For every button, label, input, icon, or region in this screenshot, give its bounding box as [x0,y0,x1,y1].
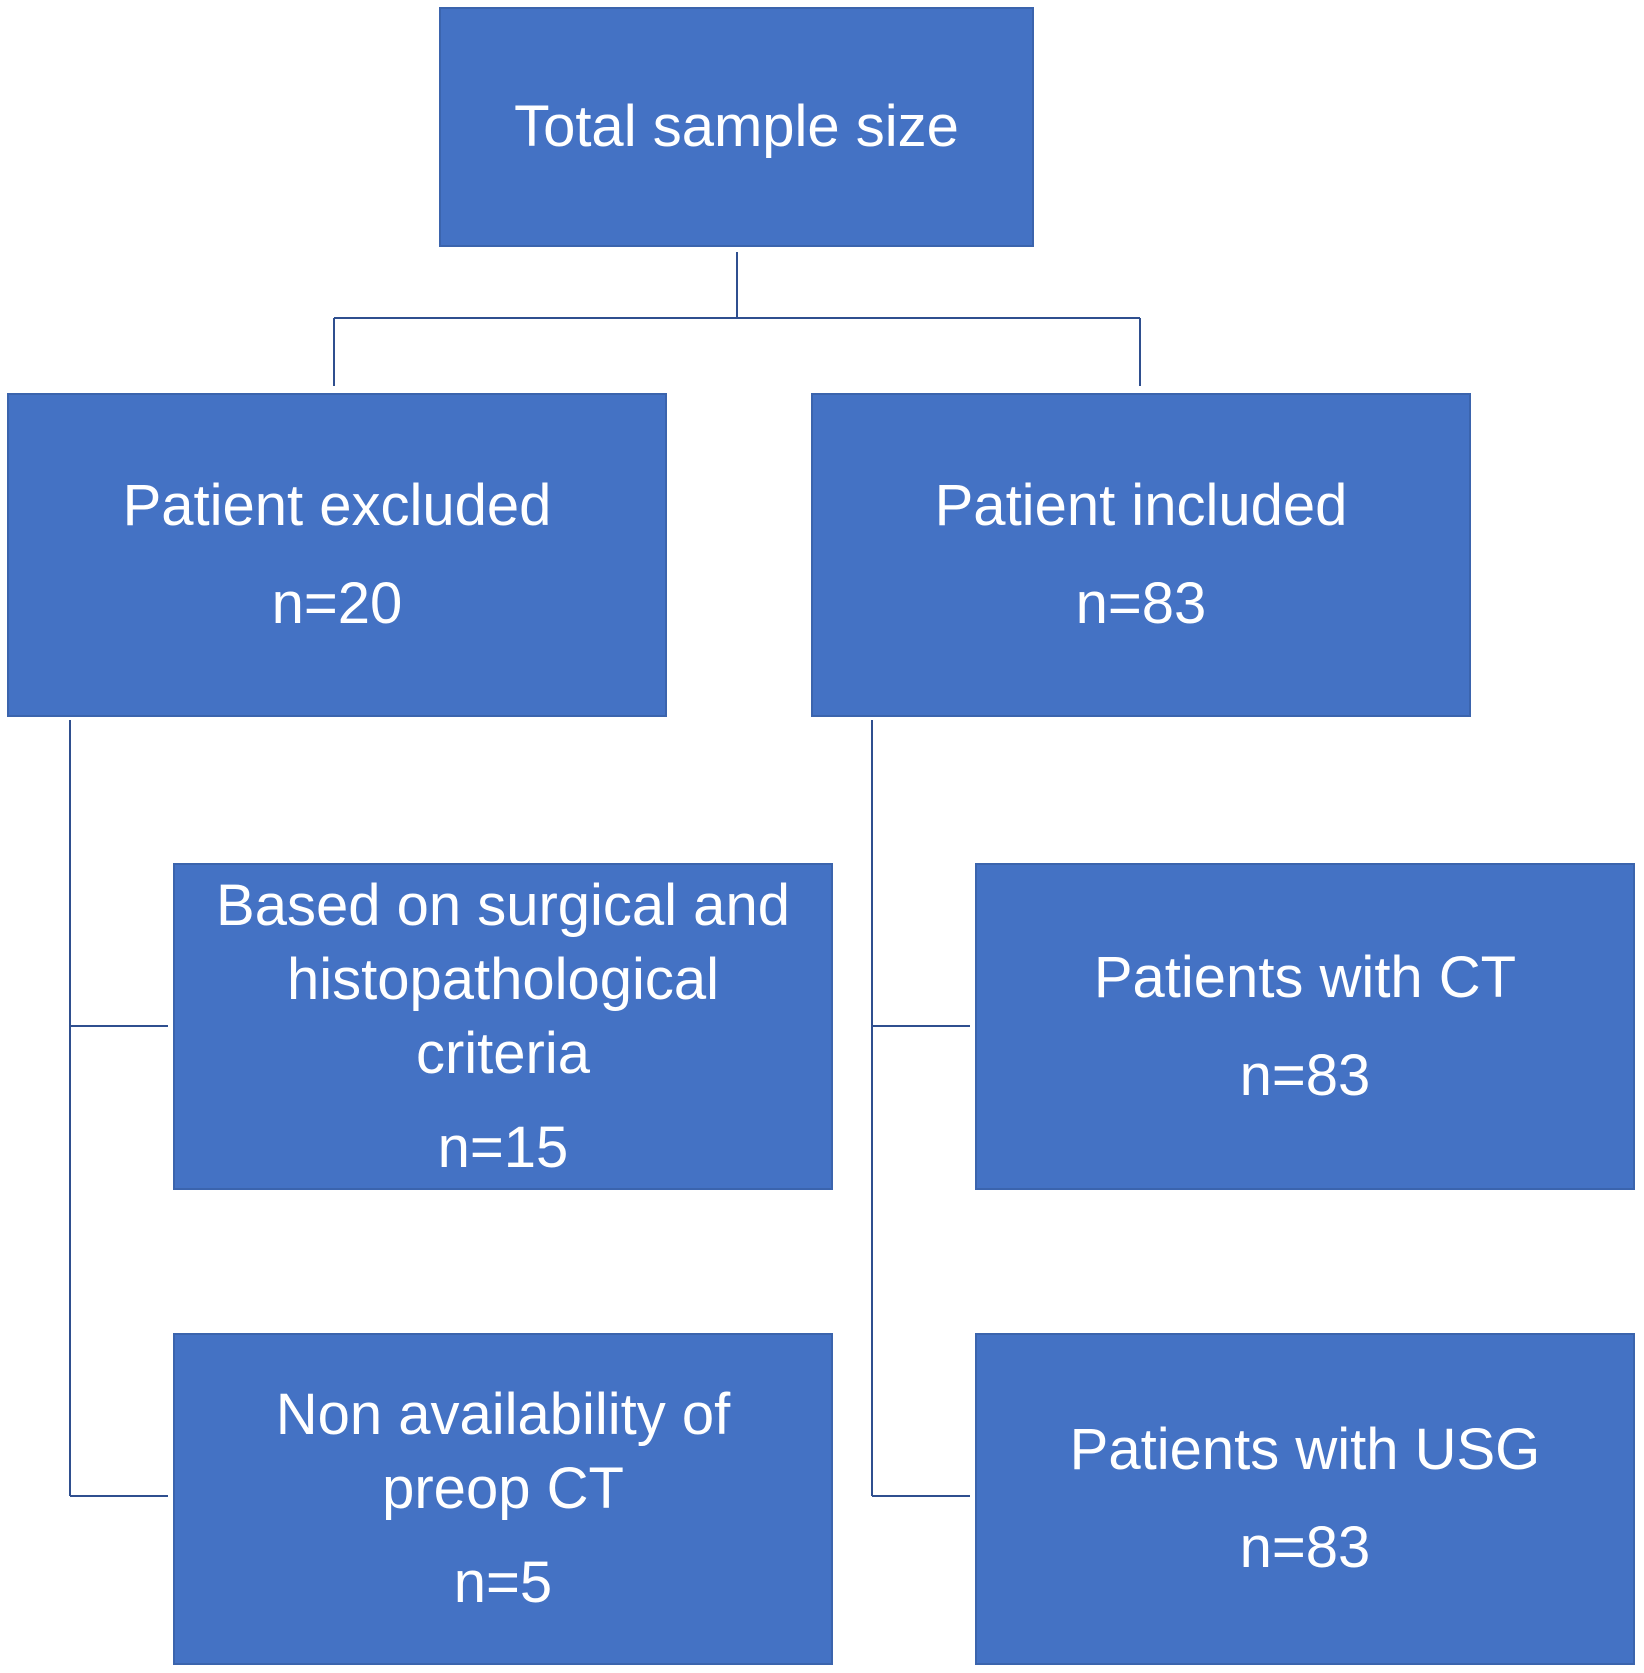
included-ct-count: n=83 [1239,1042,1371,1108]
patient-included-label: Patient included [934,473,1348,538]
included-ct-box: Patients with CT n=83 [975,863,1635,1190]
included-ct-label: Patients with CT [1093,944,1517,1010]
excluded-reason-surgical-count: n=15 [437,1114,569,1180]
excluded-reason-surgical-label: Based on surgical and histopathological … [216,872,790,1086]
patient-excluded-label: Patient excluded [122,473,552,538]
included-usg-box: Patients with USG n=83 [975,1333,1635,1665]
excluded-reason-ct-count: n=5 [453,1550,553,1615]
patient-excluded-count: n=20 [271,571,403,636]
total-sample-label: Total sample size [514,94,959,159]
patient-included-count: n=83 [1075,571,1207,636]
excluded-reason-surgical-box: Based on surgical and histopathological … [173,863,833,1190]
included-usg-label: Patients with USG [1069,1417,1541,1482]
excluded-reason-ct-label: Non availability of preop CT [275,1382,731,1521]
patient-excluded-box: Patient excluded n=20 [7,393,667,717]
included-usg-count: n=83 [1239,1515,1371,1580]
patient-included-box: Patient included n=83 [811,393,1471,717]
excluded-reason-ct-box: Non availability of preop CT n=5 [173,1333,833,1665]
total-sample-box: Total sample size [439,7,1034,247]
